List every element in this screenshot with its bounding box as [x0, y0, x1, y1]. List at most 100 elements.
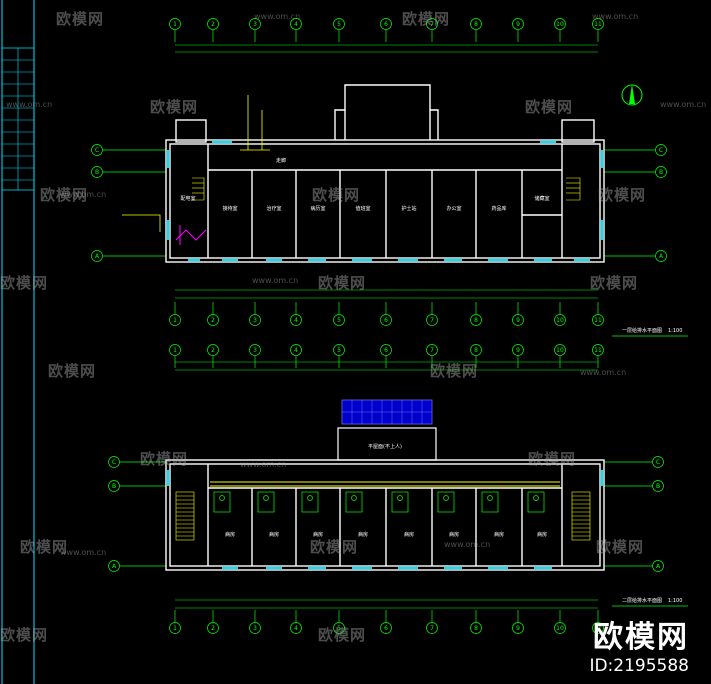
plan_bottom-col-label: 10	[556, 625, 564, 632]
plan_top-col-bubble	[333, 314, 345, 326]
room-label: 接待室	[222, 205, 237, 212]
corridor-label: 走廊	[276, 157, 286, 164]
plan_bottom-row-bubble	[652, 480, 664, 492]
room-label: 病房	[404, 531, 414, 538]
room-label: 护士站	[401, 205, 416, 212]
plan_bottom-col-label: 9	[516, 625, 520, 632]
plan_top-col-label: 1	[173, 21, 177, 28]
plan_top-col-label: 2	[211, 317, 215, 324]
toilet-icon	[487, 495, 493, 501]
bottom-walls	[165, 459, 605, 571]
plan_bottom-col-bubble	[380, 622, 392, 634]
toilet-room	[527, 491, 545, 513]
plan_bottom-col-bubble	[512, 344, 524, 356]
toilet-icon	[443, 495, 449, 501]
plan_bottom-col-bubble	[207, 622, 219, 634]
plan_top-col-bubble	[249, 314, 261, 326]
plan_bottom-col-label: 1	[173, 625, 177, 632]
room-label: 配电室	[180, 195, 195, 202]
plan_top-col-label: 3	[253, 317, 257, 324]
room-label: 病房	[537, 531, 547, 538]
plan_bottom-col-bubble	[554, 344, 566, 356]
plan_bottom-col-label: 5	[337, 347, 341, 354]
plan_bottom-row-bubble	[108, 456, 120, 468]
plan_top-row-bubble	[91, 166, 103, 178]
top-windows	[167, 141, 603, 261]
plan_top-col-bubble	[169, 18, 181, 30]
north-arrow-icon	[621, 84, 643, 106]
plan_bottom-col-label: 2	[211, 625, 215, 632]
plan_bottom-row-label: B	[656, 483, 660, 490]
toilet-room	[213, 491, 231, 513]
plan_bottom-col-label: 11	[594, 347, 602, 354]
bottom-plan-title: 二层给排水平面图	[622, 597, 662, 604]
plan_top-col-bubble	[380, 314, 392, 326]
plan_top-col-label: 8	[474, 317, 478, 324]
plan_top-col-label: 9	[516, 21, 520, 28]
plan_top-col-label: 10	[556, 21, 564, 28]
room-label: 治疗室	[266, 205, 281, 212]
plan_top-col-label: 6	[384, 317, 388, 324]
plan_bottom-col-bubble	[249, 622, 261, 634]
toilet-icon	[263, 495, 269, 501]
plan_bottom-col-bubble	[592, 622, 604, 634]
plan_top-col-label: 10	[556, 317, 564, 324]
plan_bottom-col-bubble	[592, 344, 604, 356]
plan_bottom-row-label: A	[112, 563, 117, 570]
plan_top-col-label: 7	[430, 317, 434, 324]
plan_bottom-row-bubble	[108, 560, 120, 572]
plan_top-col-label: 4	[294, 21, 298, 28]
plan_bottom-col-label: 1	[173, 347, 177, 354]
plan_top-row-bubble	[655, 166, 667, 178]
plan_top-col-bubble	[426, 18, 438, 30]
plan_bottom-col-bubble	[333, 344, 345, 356]
room-label: 值班室	[355, 205, 370, 212]
plan_bottom-col-label: 6	[384, 625, 388, 632]
plan_top-col-label: 3	[253, 21, 257, 28]
top-pipes	[175, 225, 207, 245]
plan_bottom-col-bubble	[290, 344, 302, 356]
plan_top-row-bubble	[91, 144, 103, 156]
plan_top-col-bubble	[554, 18, 566, 30]
toilet-icon	[219, 495, 225, 501]
bottom-stairs	[175, 491, 591, 541]
room-label: 病房	[494, 531, 504, 538]
plan_bottom-col-label: 6	[384, 347, 388, 354]
plan_top-col-bubble	[470, 314, 482, 326]
plan_top-row-label: B	[95, 169, 99, 176]
plan_top-row-bubble	[655, 250, 667, 262]
plan_bottom-col-bubble	[169, 344, 181, 356]
room-label: 储藏室	[534, 195, 549, 202]
plan_top-row-label: B	[659, 169, 663, 176]
toilet-room	[391, 491, 409, 513]
room-label: 病房	[313, 531, 323, 538]
toilet-icon	[307, 495, 313, 501]
top-plan-scale: 1:100	[668, 328, 682, 334]
plan_top-col-label: 11	[594, 317, 602, 324]
plan_bottom-col-bubble	[426, 622, 438, 634]
plan_top-col-label: 4	[294, 317, 298, 324]
plan_bottom-row-bubble	[108, 480, 120, 492]
plan_top-col-label: 7	[430, 21, 434, 28]
plan_bottom-row-label: C	[112, 459, 116, 466]
plan_bottom-col-label: 10	[556, 347, 564, 354]
toilet-room	[481, 491, 499, 513]
toilet-room	[345, 491, 363, 513]
room-label: 病房	[225, 531, 235, 538]
plan_top-col-label: 2	[211, 21, 215, 28]
plan_top-col-bubble	[333, 18, 345, 30]
plan_top-col-bubble	[592, 314, 604, 326]
plan_top-col-label: 8	[474, 21, 478, 28]
bottom-plan-scale: 1:100	[668, 598, 682, 604]
plan_bottom-col-label: 4	[294, 347, 298, 354]
plan_top-col-label: 6	[384, 21, 388, 28]
plan_top-col-label: 9	[516, 317, 520, 324]
top-walls	[165, 84, 605, 263]
plan_bottom-col-bubble	[470, 344, 482, 356]
plan_top-col-bubble	[426, 314, 438, 326]
toilet-icon	[397, 495, 403, 501]
plan_bottom-row-label: B	[112, 483, 116, 490]
